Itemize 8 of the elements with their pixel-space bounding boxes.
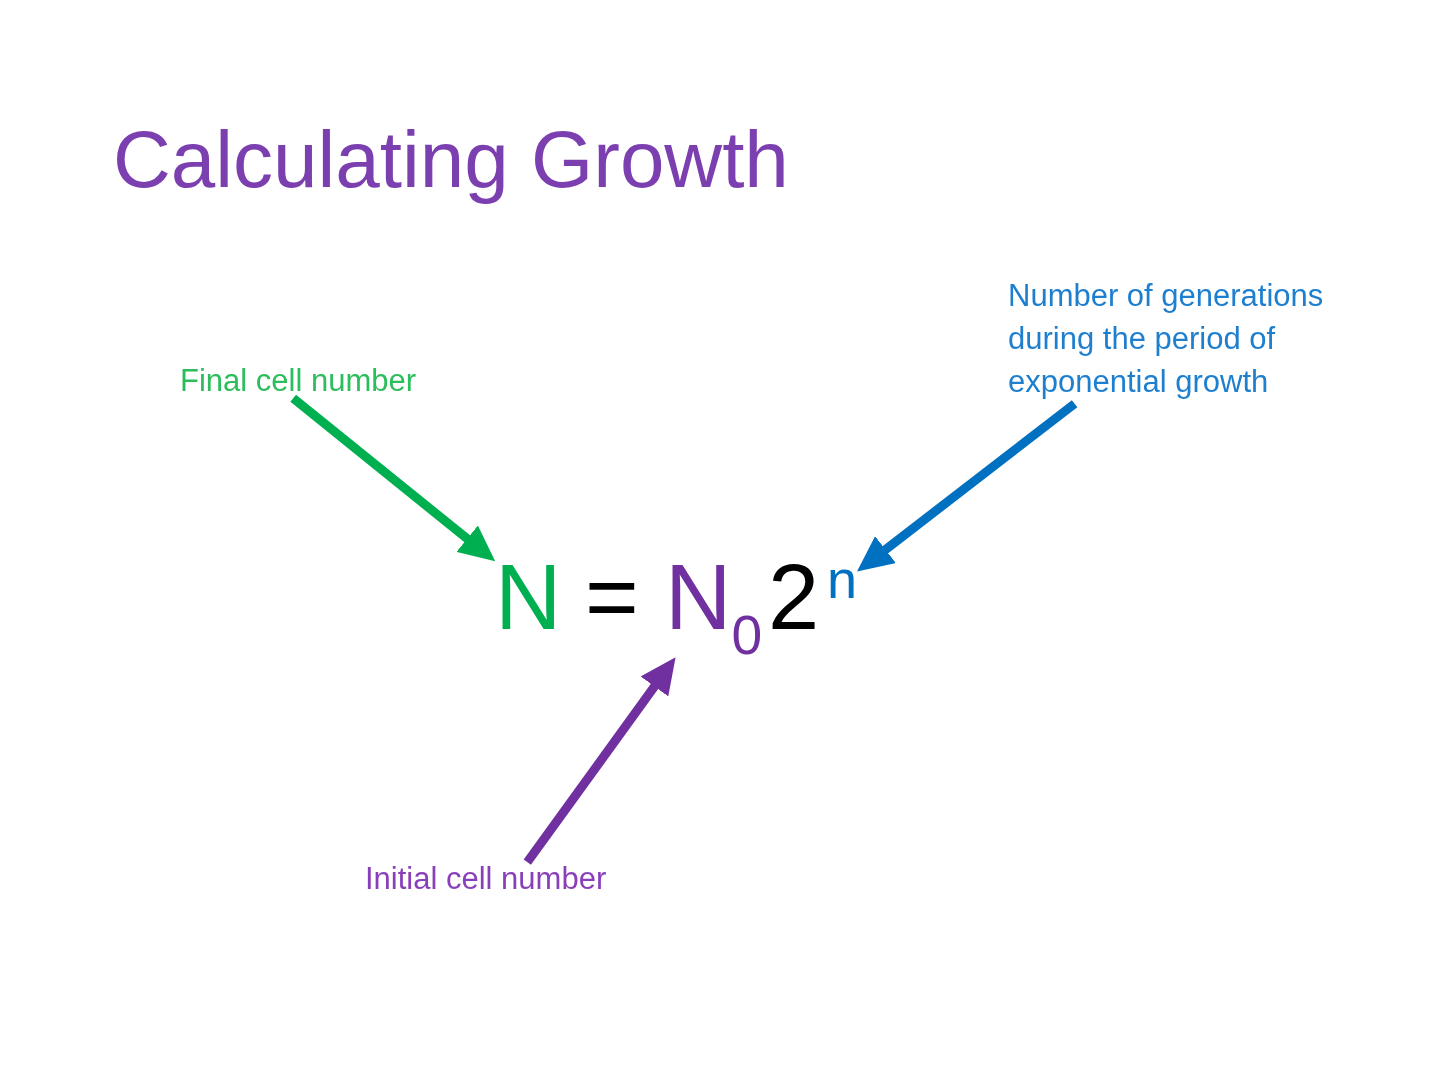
formula-variable: N$_{0}$ — [665, 561, 763, 658]
formula-variable: N — [495, 561, 562, 635]
annotation-text: Number of generations during the period of exponential growth — [1008, 273, 1348, 404]
formula-digit: 2 — [768, 561, 820, 635]
annotation-text: Initial cell number — [365, 862, 607, 897]
exponent-symbol: n — [827, 557, 858, 601]
equals-sign: = — [585, 561, 639, 635]
annotation-text: Final cell number — [180, 364, 417, 399]
